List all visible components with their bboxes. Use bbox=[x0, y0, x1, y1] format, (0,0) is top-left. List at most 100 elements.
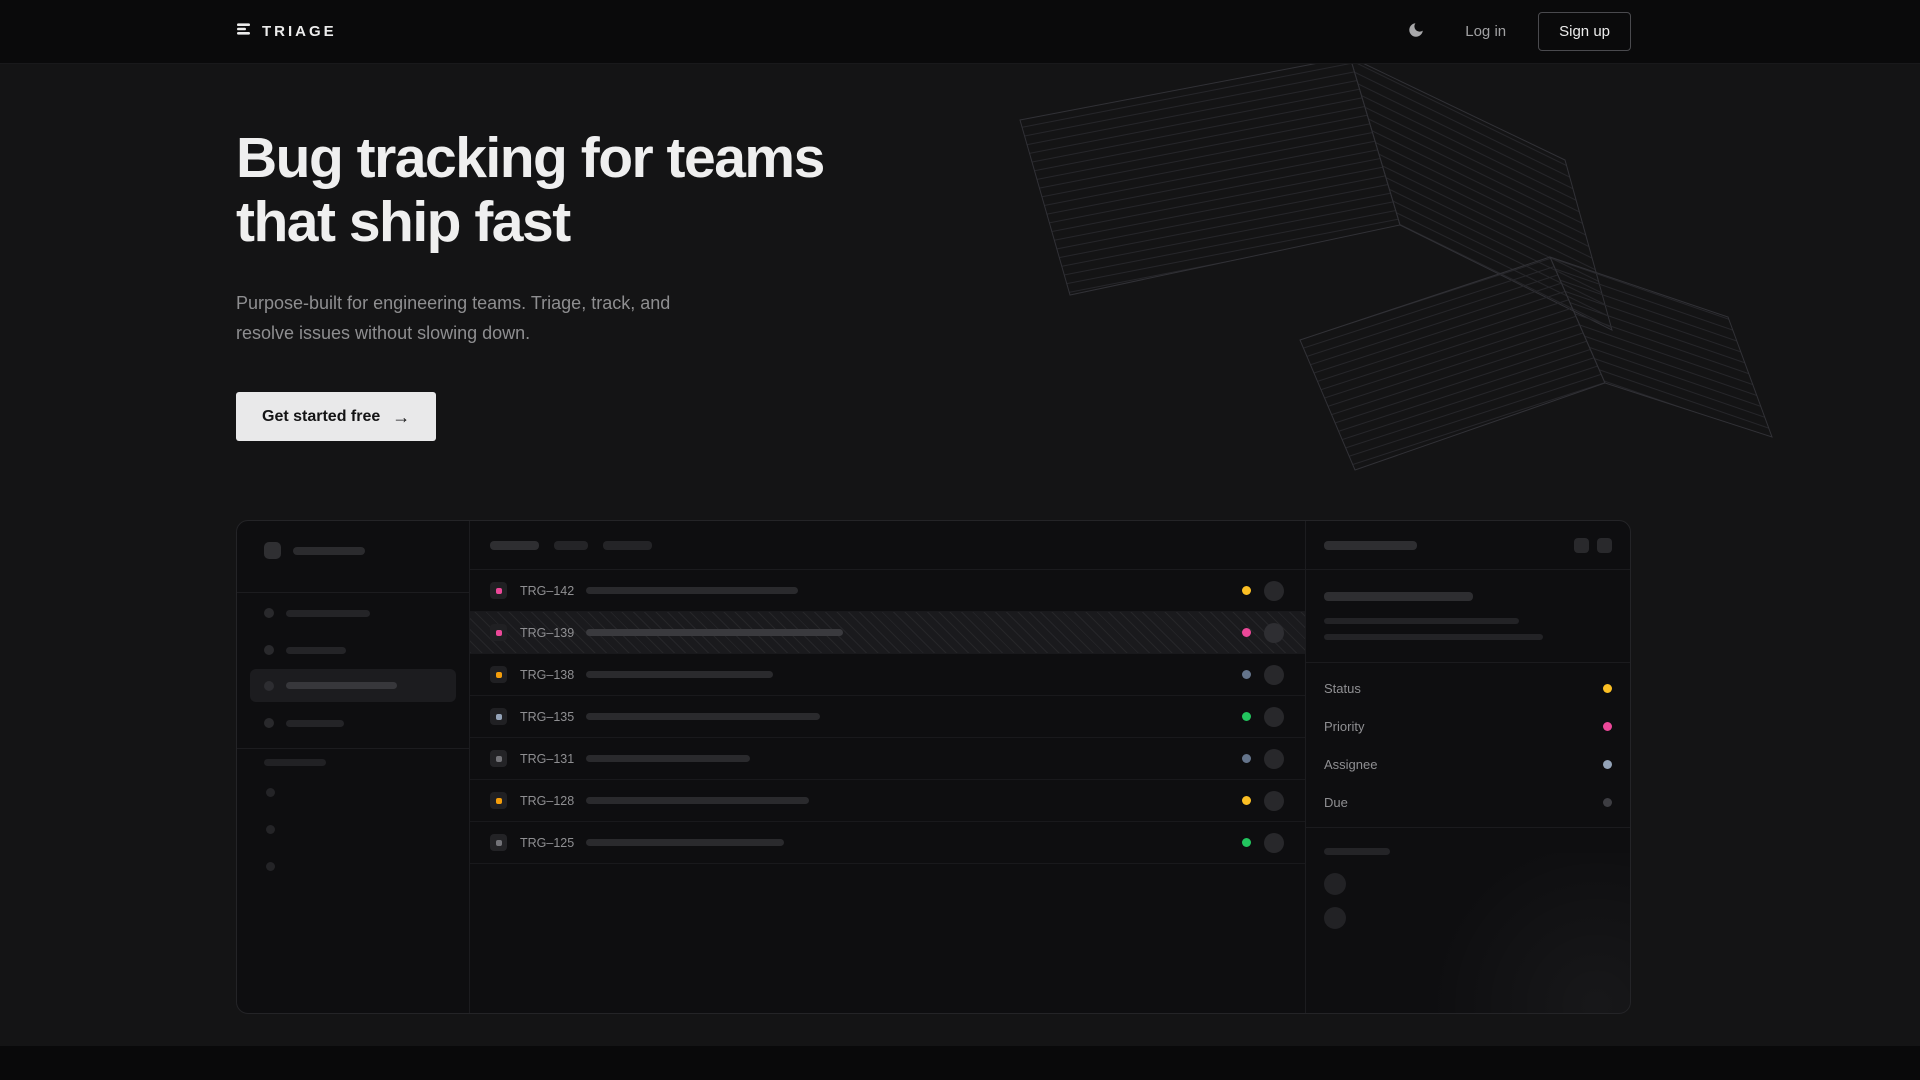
property-value-dot bbox=[1603, 759, 1612, 769]
nav-actions: Log in Sign up bbox=[1399, 12, 1631, 51]
issue-status-dot bbox=[1242, 628, 1251, 637]
issue-type-icon bbox=[490, 582, 507, 599]
detail-header-actions bbox=[1574, 537, 1612, 553]
issue-row: TRG–128 bbox=[470, 780, 1305, 822]
issue-title-skeleton bbox=[586, 587, 798, 594]
issue-row: TRG–125 bbox=[470, 822, 1305, 864]
activity-avatar-skeleton bbox=[1324, 907, 1346, 929]
sidebar-divider bbox=[237, 748, 469, 749]
issue-status-dot bbox=[1242, 838, 1251, 847]
issue-title-skeleton bbox=[586, 797, 809, 804]
workspace-icon-skeleton bbox=[264, 542, 281, 559]
theme-toggle-button[interactable] bbox=[1399, 15, 1433, 49]
property-row: Assignee bbox=[1306, 745, 1630, 783]
sidebar-nav-item-active bbox=[250, 669, 456, 702]
issue-detail-panel: Status Priority Assignee Due bbox=[1306, 521, 1630, 1013]
nav-item-icon-skeleton bbox=[264, 645, 274, 655]
issue-id: TRG–131 bbox=[520, 751, 575, 766]
sidebar-nav-item bbox=[264, 645, 346, 655]
issue-avatar bbox=[1264, 790, 1284, 811]
issue-status-dot bbox=[1242, 586, 1251, 595]
issue-row: TRG–131 bbox=[470, 738, 1305, 780]
issue-type-icon bbox=[490, 708, 507, 725]
detail-text-skeleton bbox=[1324, 634, 1543, 640]
issue-type-icon bbox=[490, 834, 507, 851]
list-tab-skeleton bbox=[603, 540, 652, 550]
issue-avatar bbox=[1264, 622, 1284, 643]
nav-item-label-skeleton bbox=[286, 609, 370, 617]
wireframe-decoration bbox=[1019, 56, 1773, 471]
mockup-sidebar bbox=[237, 521, 470, 1013]
issue-status-dot bbox=[1242, 670, 1251, 679]
property-row: Status bbox=[1306, 669, 1630, 707]
login-button[interactable]: Log in bbox=[1459, 22, 1512, 41]
sidebar-list-dot bbox=[266, 788, 275, 797]
property-value-dot bbox=[1603, 797, 1612, 807]
property-value-dot bbox=[1603, 683, 1612, 693]
issue-list-header bbox=[470, 521, 1305, 570]
issue-status-dot bbox=[1242, 712, 1251, 721]
top-nav: TRIAGE Log in Sign up bbox=[0, 0, 1920, 64]
issue-id: TRG–139 bbox=[520, 625, 575, 640]
hero-title-line1: Bug tracking for teams bbox=[236, 126, 825, 190]
nav-item-icon-skeleton bbox=[264, 680, 274, 691]
nav-item-label-skeleton bbox=[286, 646, 346, 654]
property-value-dot bbox=[1603, 721, 1612, 731]
property-row: Due bbox=[1306, 783, 1630, 821]
list-tab-skeleton bbox=[490, 540, 539, 550]
hero-subtitle-line2: resolve issues without slowing down. bbox=[236, 323, 531, 343]
product-mockup: TRG–142 TRG–139 TRG–138 TRG–135 bbox=[236, 520, 1631, 1014]
nav-item-label-skeleton bbox=[286, 719, 344, 727]
issue-id: TRG–128 bbox=[520, 793, 575, 808]
get-started-button[interactable]: Get started free → bbox=[236, 392, 437, 441]
detail-heading-skeleton bbox=[1324, 592, 1473, 601]
logo-icon bbox=[236, 21, 252, 42]
issue-title-skeleton bbox=[586, 713, 820, 720]
issue-title-skeleton bbox=[586, 629, 843, 636]
detail-text-skeleton bbox=[1324, 618, 1519, 624]
sidebar-nav-item bbox=[264, 718, 344, 728]
issue-status-dot bbox=[1242, 754, 1251, 763]
issue-row: TRG–142 bbox=[470, 570, 1305, 612]
sidebar-divider bbox=[237, 592, 469, 593]
nav-item-label-skeleton bbox=[286, 682, 397, 689]
brand-logo[interactable]: TRIAGE bbox=[236, 21, 337, 42]
detail-glow bbox=[1410, 853, 1630, 1013]
activity-avatar-skeleton bbox=[1324, 873, 1346, 895]
signup-button[interactable]: Sign up bbox=[1538, 12, 1631, 51]
property-label: Due bbox=[1324, 794, 1348, 810]
issue-row: TRG–138 bbox=[470, 654, 1305, 696]
issue-type-icon bbox=[490, 750, 507, 767]
issue-title-skeleton bbox=[586, 839, 784, 846]
property-label: Priority bbox=[1324, 718, 1365, 734]
property-label: Status bbox=[1324, 680, 1361, 696]
issue-avatar bbox=[1264, 706, 1284, 727]
hero-subtitle-line1: Purpose-built for engineering teams. Tri… bbox=[236, 293, 671, 313]
list-tab-skeleton bbox=[554, 540, 588, 550]
issue-id: TRG–135 bbox=[520, 709, 575, 724]
issue-row: TRG–135 bbox=[470, 696, 1305, 738]
nav-item-icon-skeleton bbox=[264, 718, 274, 728]
detail-action-icon bbox=[1597, 537, 1612, 553]
issue-type-icon bbox=[490, 792, 507, 809]
issue-list: TRG–142 TRG–139 TRG–138 TRG–135 bbox=[470, 521, 1306, 1013]
issue-type-icon bbox=[490, 624, 507, 641]
sidebar-section-label-skeleton bbox=[264, 759, 326, 766]
detail-properties: Status Priority Assignee Due bbox=[1306, 669, 1630, 821]
property-label: Assignee bbox=[1324, 756, 1378, 772]
detail-divider bbox=[1306, 827, 1630, 828]
issue-status-dot bbox=[1242, 796, 1251, 805]
arrow-right-icon: → bbox=[392, 406, 411, 427]
issue-avatar bbox=[1264, 580, 1284, 601]
issue-type-icon bbox=[490, 666, 507, 683]
issue-avatar bbox=[1264, 748, 1284, 769]
issue-id: TRG–142 bbox=[520, 583, 575, 598]
moon-icon bbox=[1407, 21, 1425, 42]
issue-id: TRG–125 bbox=[520, 835, 575, 850]
sidebar-list-dot bbox=[266, 862, 275, 871]
activity-label-skeleton bbox=[1324, 848, 1390, 855]
issue-title-skeleton bbox=[586, 755, 750, 762]
issue-id: TRG–138 bbox=[520, 667, 575, 682]
hero-section: Bug tracking for teams that ship fast Pu… bbox=[236, 126, 825, 441]
issue-row-selected: TRG–139 bbox=[470, 612, 1305, 654]
